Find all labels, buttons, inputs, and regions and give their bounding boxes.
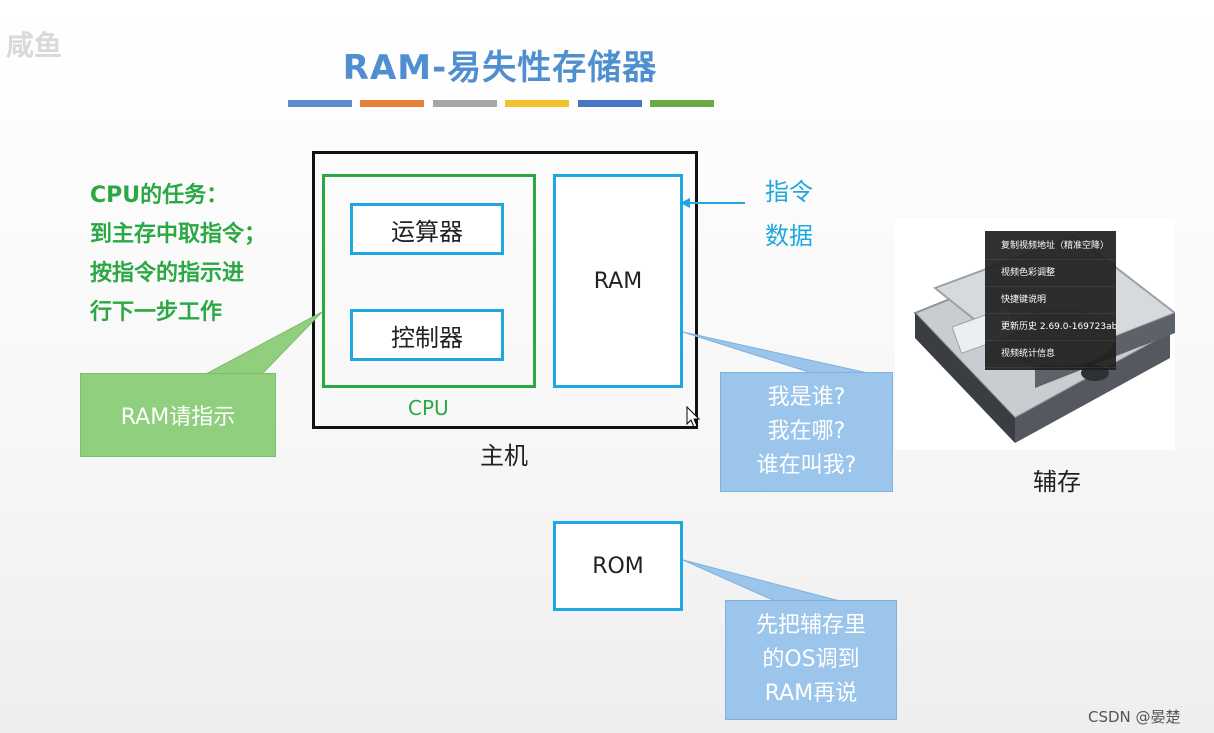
ram-confused-line-3: 谁在叫我? bbox=[756, 453, 857, 478]
title-underline-bar-5 bbox=[578, 100, 642, 107]
slide-title: RAM-易失性存储器 bbox=[342, 48, 658, 88]
alu-label: 运算器 bbox=[391, 217, 463, 246]
cpu-box bbox=[322, 174, 536, 388]
cpu-task-line-1: CPU的任务： bbox=[90, 183, 229, 208]
alu-box: 运算器 bbox=[350, 203, 504, 255]
rom-boot-line-1: 先把辅存里 bbox=[755, 613, 866, 638]
cpu-task-line-2: 到主存中取指令； bbox=[90, 222, 267, 247]
instruction-arrow-head bbox=[680, 198, 690, 208]
green-callout-pointer bbox=[205, 311, 323, 375]
watermark: CSDN @晏楚 bbox=[1088, 708, 1181, 726]
title-underline-bar-2 bbox=[360, 100, 424, 107]
context-menu-item-color[interactable]: 视频色彩调整 bbox=[985, 260, 1116, 287]
context-menu-item-shortcuts[interactable]: 快捷键说明 bbox=[985, 287, 1116, 314]
mouse-cursor-icon bbox=[686, 406, 700, 428]
ram-confused-line-2: 我在哪? bbox=[767, 419, 846, 444]
title-underline-bar-4 bbox=[505, 100, 569, 107]
data-label: 数据 bbox=[765, 222, 813, 250]
ram-confused-callout: 我是谁? 我在哪? 谁在叫我? bbox=[720, 372, 893, 492]
title-underline-bar-6 bbox=[650, 100, 714, 107]
blue-callout-1-pointer bbox=[682, 331, 869, 374]
context-menu-item-update-history[interactable]: 更新历史 2.69.0-169723ab bbox=[985, 314, 1117, 341]
control-unit-box: 控制器 bbox=[350, 309, 504, 361]
cpu-task-text: CPU的任务： 到主存中取指令； 按指令的指示进 行下一步工作 bbox=[90, 176, 320, 332]
cpu-task-line-3: 按指令的指示进 bbox=[90, 261, 245, 286]
blue-callout-2-pointer bbox=[682, 559, 841, 602]
cpu-task-line-4: 行下一步工作 bbox=[90, 300, 223, 325]
ram-box: RAM bbox=[553, 174, 683, 388]
video-context-menu: 复制视频地址（精准空降） 视频色彩调整 快捷键说明 更新历史 2.69.0-16… bbox=[985, 231, 1117, 370]
control-unit-label: 控制器 bbox=[391, 323, 463, 352]
rom-boot-line-3: RAM再说 bbox=[764, 681, 858, 706]
ram-request-text: RAM请指示 bbox=[120, 405, 236, 430]
instruction-data-labels: 指令 数据 bbox=[765, 170, 813, 258]
instruction-label: 指令 bbox=[765, 178, 813, 206]
ram-confused-line-1: 我是谁? bbox=[767, 385, 846, 410]
host-label: 主机 bbox=[480, 442, 528, 470]
ram-label: RAM bbox=[593, 268, 643, 294]
cpu-label: CPU bbox=[408, 396, 449, 420]
context-menu-item-copy-url[interactable]: 复制视频地址（精准空降） bbox=[985, 233, 1116, 260]
rom-boot-line-2: 的OS调到 bbox=[762, 647, 860, 672]
rom-box: ROM bbox=[553, 521, 683, 611]
context-menu-item-stats[interactable]: 视频统计信息 bbox=[985, 341, 1116, 368]
rom-boot-callout: 先把辅存里 的OS调到 RAM再说 bbox=[725, 600, 897, 720]
secondary-storage-label: 辅存 bbox=[1033, 468, 1081, 496]
title-underline-bar-3 bbox=[433, 100, 497, 107]
ram-request-callout: RAM请指示 bbox=[80, 373, 276, 457]
rom-label: ROM bbox=[592, 553, 644, 579]
title-underline-bar-1 bbox=[288, 100, 352, 107]
corner-logo: 咸鱼 bbox=[6, 29, 63, 62]
host-box bbox=[312, 151, 698, 429]
